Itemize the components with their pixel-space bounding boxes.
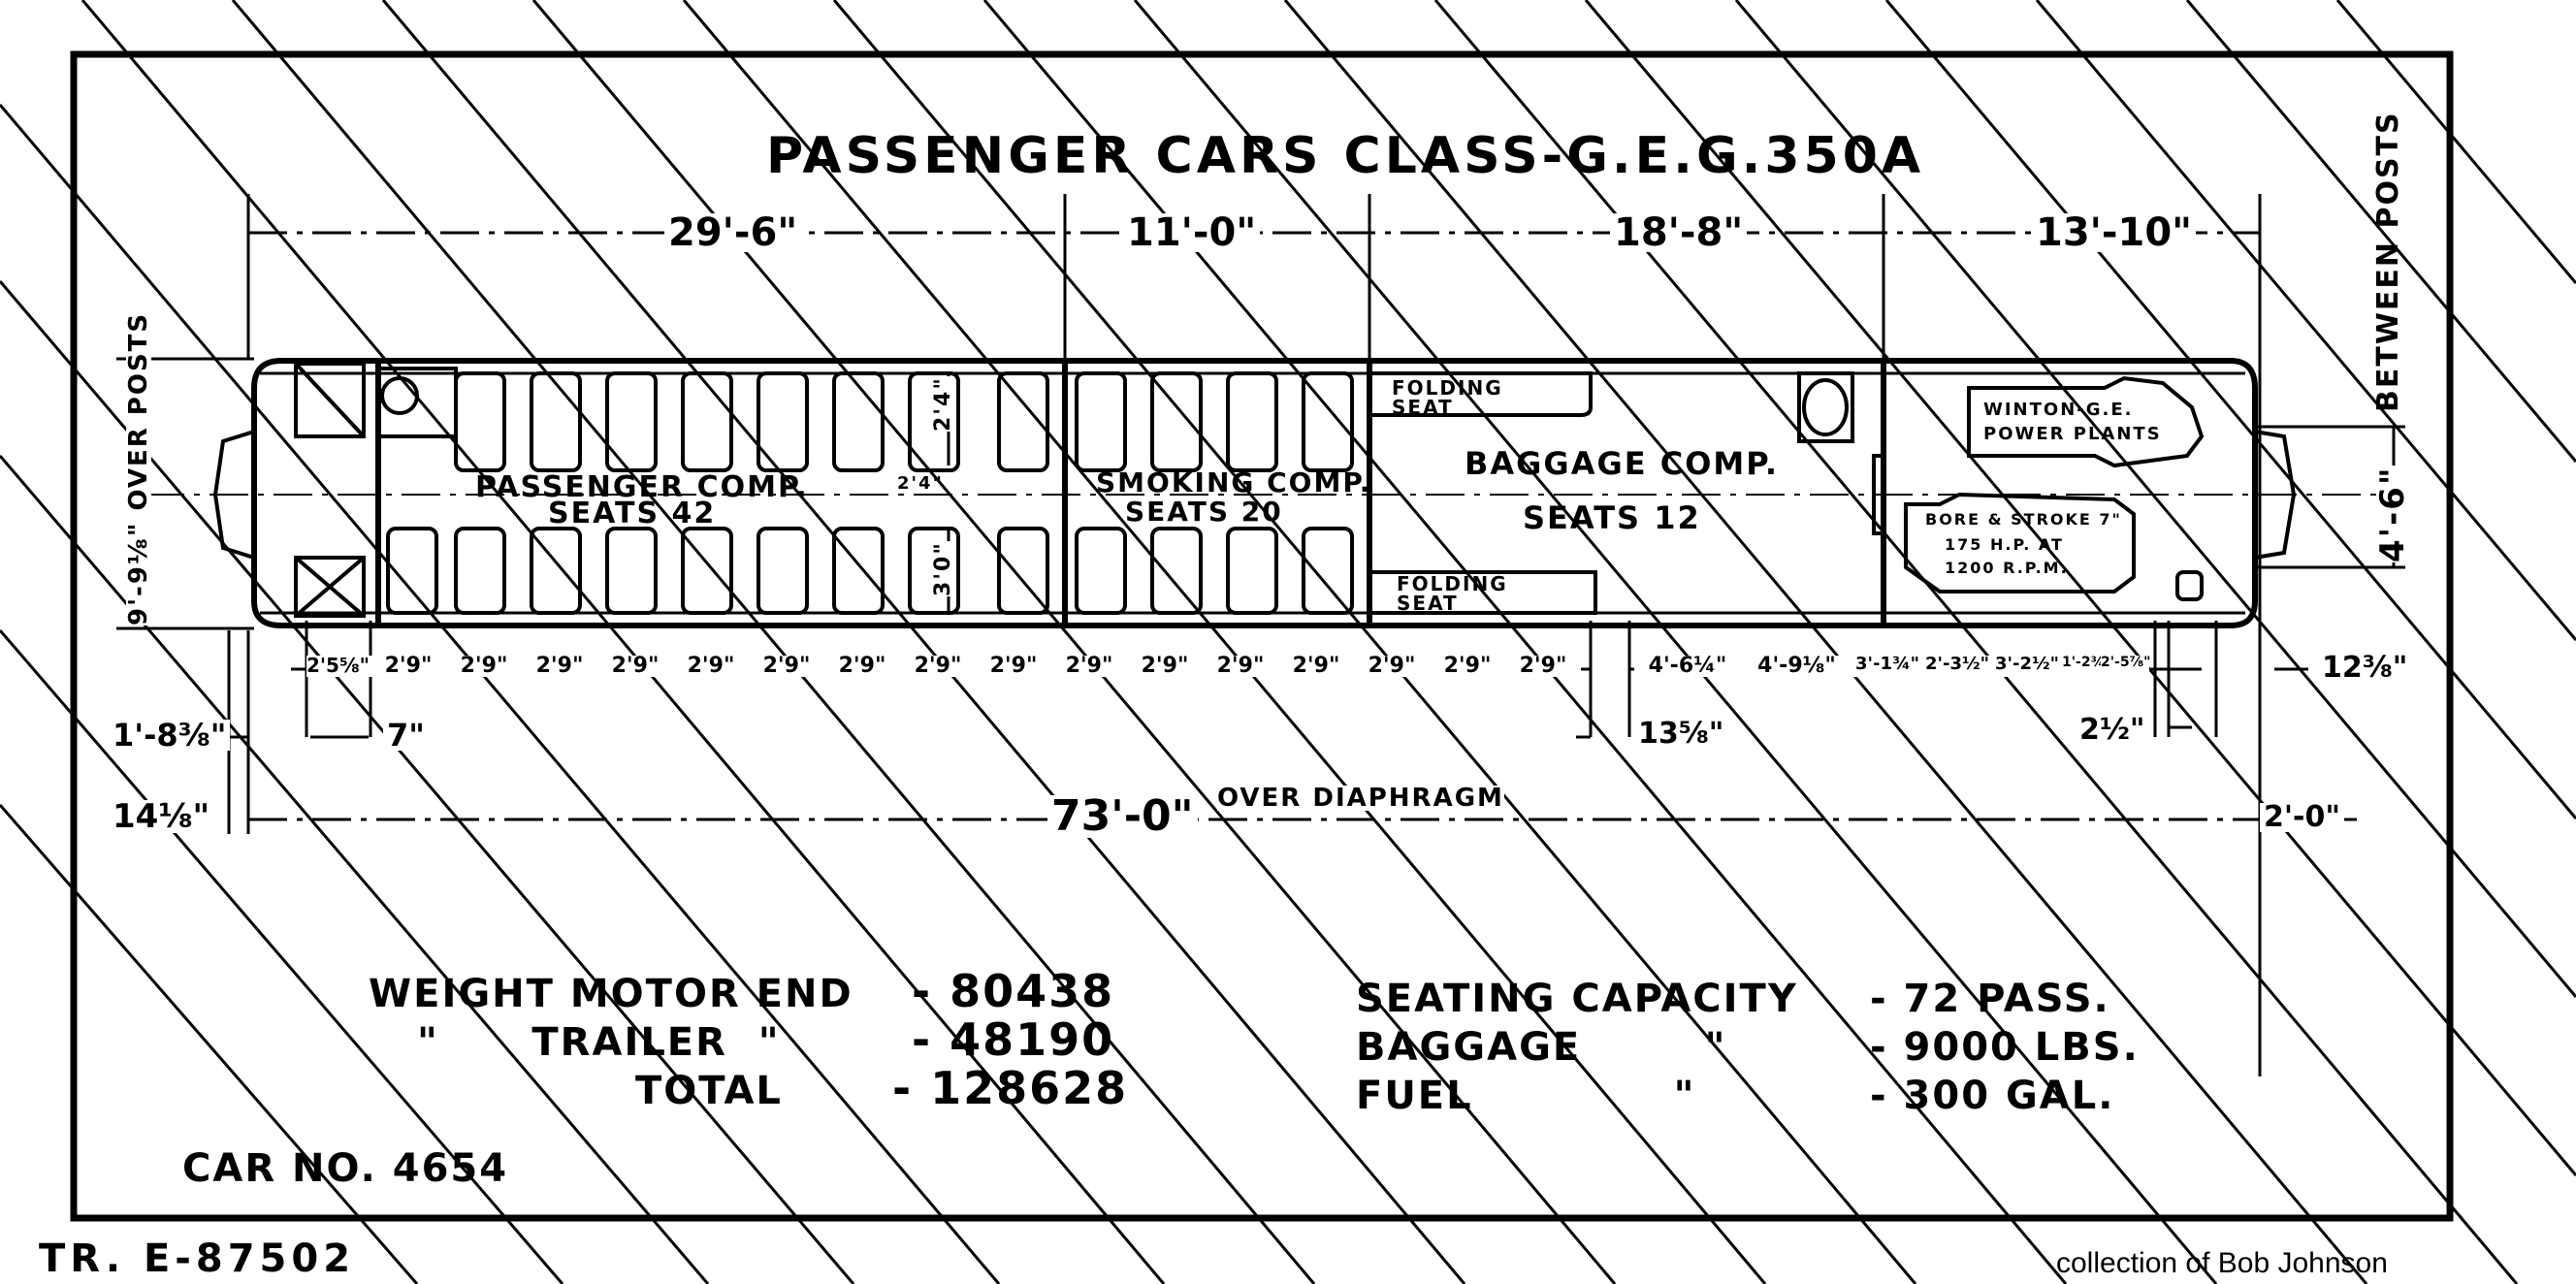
weight-label: TOTAL [635,1069,783,1113]
engine-spec-line-3: 1200 R.P.M. [1945,559,2069,577]
drawing-frame [70,50,2454,1222]
seat-pitch-dim: 2'9" [1354,656,1430,677]
dim-passenger-length: 29'-6" [664,213,802,252]
seat-pitch-dim: 2'9" [1127,656,1203,677]
dim-engine-length: 13'-10" [2032,213,2197,252]
passenger-comp-label: PASSENGER COMP. [475,470,809,504]
right-section-dims: 4'-6¼" 4'-9⅛" 3'-1¾" 2'-3½" 3'-2½" 1'-2¾… [1634,656,2216,677]
capacity-value: - 300 GAL. [1870,1074,2115,1118]
weight-label: WEIGHT MOTOR END [369,972,853,1016]
section-dim: 4'-6¼" [1634,656,1741,677]
seat-pitch-dim: 2'9" [673,656,749,677]
baggage-comp-seats: SEATS 12 [1523,499,1701,536]
dim-right-small: 2½" [2076,716,2149,745]
power-plant-label: WINTON-G.E. POWER PLANTS [1983,400,2162,445]
seat-pitch-dim: 2'9" [900,656,976,677]
engine-spec-line-2: 175 H.P. AT [1945,535,2064,554]
between-posts-note: BETWEEN POSTS [2371,111,2405,412]
seat-pitch-dim: 2'9" [446,656,522,677]
seat-pitch-dim: 2'9" [1430,656,1505,677]
dim-over-posts: 9'-9⅛" OVER POSTS [124,311,153,626]
folding-seat-bottom-label: FOLDING SEAT [1397,572,1508,615]
dim-between-posts: 4'-6" [2373,465,2412,562]
lavatory-fixtures [294,362,458,618]
seat-pitch-dim: 2'9" [1505,656,1581,677]
end-diaphragms [212,430,2297,560]
car-number: CAR NO. 4654 [182,1146,509,1191]
dim-seven-inch: 7" [383,720,429,751]
passenger-comp-seats: SEATS 42 [548,497,717,530]
weight-value: - 48190 [912,1013,1115,1066]
seat-pitch-dim: 2'9" [824,656,900,677]
capacity-label: SEATING CAPACITY [1356,977,1798,1021]
section-dim: 2'-5⅞" [2101,656,2150,677]
seat-pitch-dim: 2'5⅝" [306,654,370,677]
seat-pitch-dim: 2'9" [1203,656,1278,677]
dim-overall-length: 73'-0" [1047,795,1198,838]
section-dim: 3'-1¾" [1852,656,1922,677]
seat-pitch-dim: 2'9" [522,656,597,677]
smoking-comp-seats: SEATS 20 [1125,496,1283,528]
passenger-seats-top [454,371,1354,472]
seat-pitch-dim: 2'9" [749,656,824,677]
over-diaphragm-note: OVER DIAPHRAGM [1217,784,1504,813]
dim-left-overhang: 14⅛" [109,800,214,833]
capacity-value: - 72 PASS. [1870,977,2110,1021]
top-dimension-lines [246,194,2262,1076]
seat-pitch-dim: 2'9" [1051,656,1127,677]
dim-aisle-top: 2'4" [931,376,955,432]
collection-credit: collection of Bob Johnson [2056,1247,2388,1279]
smoking-comp-label: SMOKING COMP. [1096,466,1372,498]
section-dim: 3'-2½" [1992,656,2062,677]
seat-pitch-dimension-line [291,621,2218,737]
seat-pitch-dim: 2'9" [597,656,673,677]
seat-pitch-dim: 2'9" [1278,656,1354,677]
dim-aisle-bottom: 3'0" [931,541,955,596]
dim-right-overhang: 2'-0" [2260,803,2345,832]
section-dim: 4'-9⅛" [1741,656,1852,677]
folding-seat-top-label: FOLDING SEAT [1392,376,1503,419]
baggage-comp-label: BAGGAGE COMP. [1465,445,1779,482]
baggage-fixtures [1797,371,1885,535]
drawing-number: TR. E-87502 [39,1236,356,1281]
section-dim: 2'-3½" [1922,656,1992,677]
folding-seats [1369,371,1597,615]
weight-label: " TRAILER " [417,1020,781,1065]
seat-pitch-dim: 2'9" [976,656,1051,677]
seat-pitch-dim: 2'9" [370,656,446,677]
dim-baggage-length: 18'-8" [1610,213,1748,252]
dim-right-end: 12⅜" [2318,654,2412,683]
capacity-label: BAGGAGE " [1356,1025,1727,1070]
engine-spec-line-1: BORE & STROKE 7" [1925,510,2122,529]
dim-aisle-width: 2'4" [897,473,944,494]
dim-smoking-length: 11'-0" [1123,213,1261,252]
dim-left-end: 1'-8⅜" [109,720,231,751]
weight-value: - 80438 [912,965,1115,1017]
passenger-seats-bottom [386,527,1354,615]
weight-value: - 128628 [892,1062,1129,1114]
section-dim: 1'-2¾" [2062,656,2111,677]
dim-mid-gap: 13⅝" [1634,720,1728,749]
capacity-label: FUEL " [1356,1074,1696,1118]
drawing-title: PASSENGER CARS CLASS-G.E.G.350A [766,127,1925,185]
seat-pitch-row: 2'5⅝" 2'9" 2'9" 2'9" 2'9" 2'9" 2'9" 2'9"… [306,656,1591,677]
capacity-value: - 9000 LBS. [1870,1025,2140,1070]
